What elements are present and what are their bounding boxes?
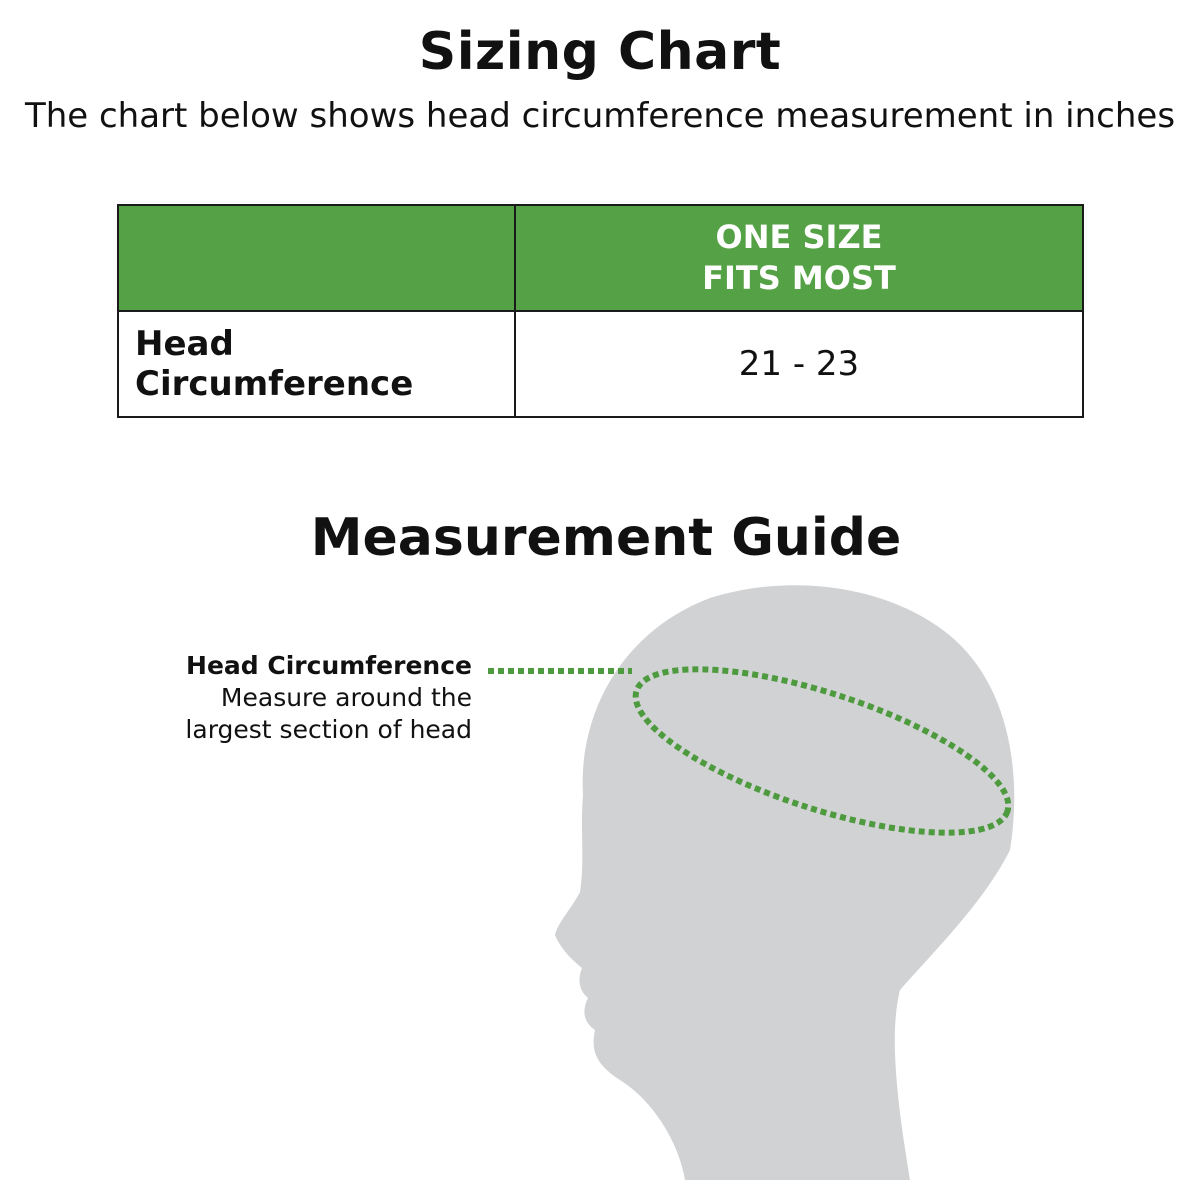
table-header-empty [117,204,516,312]
size-header-line1: ONE SIZE [715,218,883,256]
head-shape [555,585,1015,1180]
table-header-row: ONE SIZE FITS MOST [117,204,1084,312]
sizing-table: ONE SIZE FITS MOST Head Circumference 21… [117,204,1084,418]
callout-line-1: Measure around the [220,683,472,712]
page-subtitle: The chart below shows head circumference… [24,96,1176,136]
measurement-callout: Head Circumference Measure around the la… [120,650,472,746]
measurement-ring-icon [632,666,1012,836]
guide-title: Measurement Guide [310,508,902,568]
row-value: 21 - 23 [514,310,1084,418]
callout-line-2: largest section of head [185,715,472,744]
page-title: Sizing Chart [418,22,782,82]
callout-title: Head Circumference [186,651,472,680]
table-row: Head Circumference 21 - 23 [117,310,1084,418]
table-header-size: ONE SIZE FITS MOST [514,204,1084,312]
size-header-line2: FITS MOST [702,259,896,297]
row-label: Head Circumference [117,310,516,418]
